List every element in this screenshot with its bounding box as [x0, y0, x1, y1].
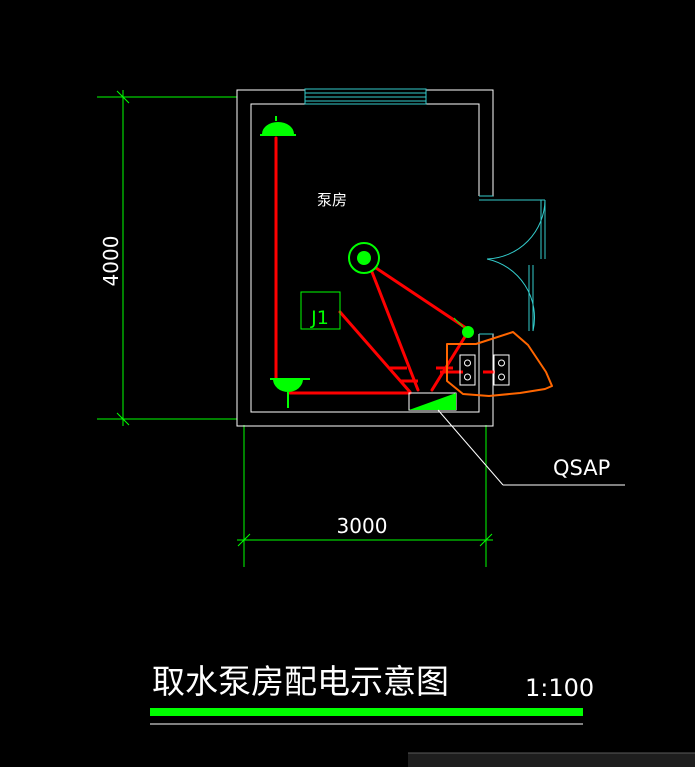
distribution-panel-icon	[408, 392, 457, 411]
title-underline-thick	[150, 708, 583, 716]
drawing-scale: 1:100	[525, 674, 594, 702]
ceiling-light-bottom-icon	[270, 378, 310, 408]
dimension-height-label: 4000	[99, 236, 123, 287]
wall-switch-icon	[453, 317, 474, 338]
dimension-width-label: 3000	[337, 514, 388, 538]
dimension-vertical	[97, 90, 237, 426]
wiring	[274, 136, 468, 395]
dimension-horizontal	[237, 425, 493, 567]
window	[304, 88, 427, 105]
junction-box-label: J1	[310, 307, 329, 329]
room-label: 泵房	[317, 191, 347, 209]
panel-callout-leader	[437, 409, 625, 486]
socket-left-icon	[459, 354, 476, 386]
junction-box-j1	[300, 291, 341, 330]
revision-cloud	[446, 331, 553, 397]
panel-callout-label: QSAP	[553, 456, 610, 480]
pump-motor-icon	[348, 242, 380, 274]
double-door	[479, 195, 546, 335]
socket-right-icon	[493, 354, 510, 386]
status-bar-fragment	[408, 753, 695, 767]
wiring-tick-marks	[390, 366, 495, 383]
ceiling-light-top-icon	[260, 116, 296, 136]
drawing-title: 取水泵房配电示意图	[152, 662, 449, 701]
